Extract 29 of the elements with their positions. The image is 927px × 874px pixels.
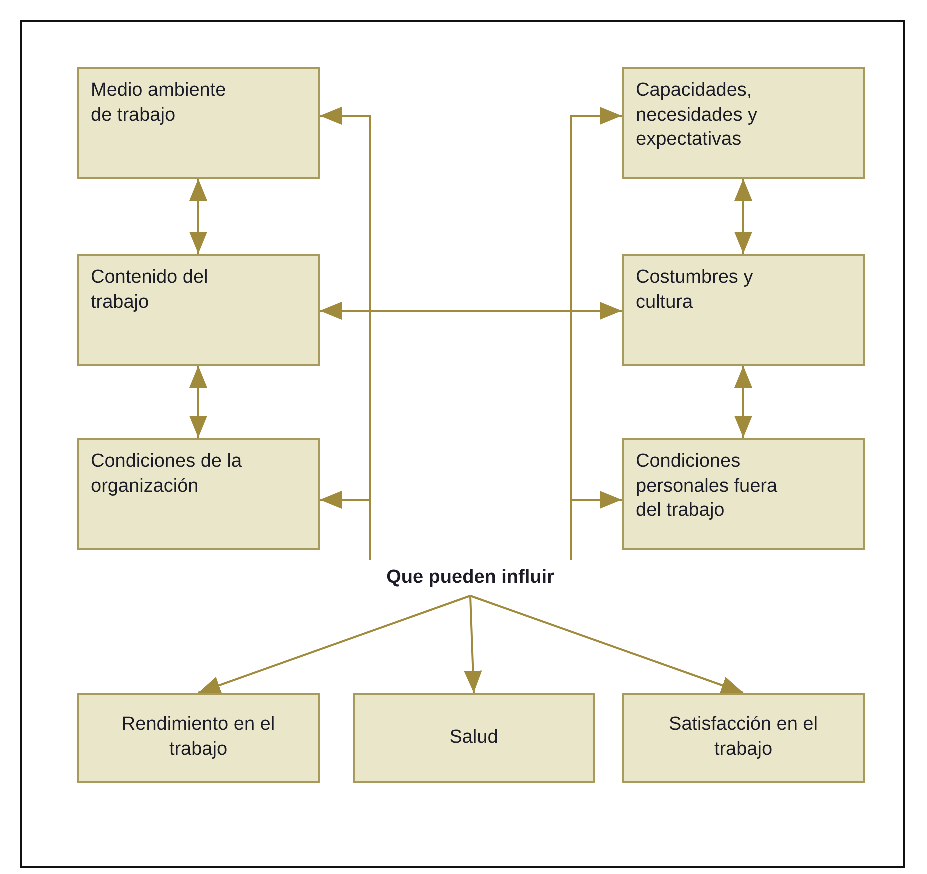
box-label: Satisfacción en el trabajo xyxy=(668,713,819,762)
box-label: Condiciones personales fuera del trabajo xyxy=(636,450,779,524)
arrow xyxy=(190,179,208,254)
process-box xyxy=(622,67,865,179)
arrow xyxy=(320,491,371,560)
box-label: Rendimiento en el trabajo xyxy=(120,713,276,762)
box-label: Medio ambiente de trabajo xyxy=(91,79,228,128)
process-box xyxy=(353,693,595,783)
arrow xyxy=(570,491,622,560)
arrow xyxy=(198,595,471,694)
process-box xyxy=(77,438,320,550)
process-box xyxy=(622,438,865,550)
box-label: Salud xyxy=(450,726,498,750)
arrow xyxy=(190,366,208,438)
box-label: Contenido del trabajo xyxy=(91,266,210,315)
box-label: Capacidades, necesidades y expectativas xyxy=(636,79,758,152)
arrow xyxy=(734,366,752,438)
process-box xyxy=(77,254,320,366)
arrow xyxy=(734,179,752,254)
arrow xyxy=(470,595,744,694)
process-box xyxy=(622,693,865,783)
connector-label: Que pueden influir xyxy=(386,566,554,590)
box-label: Condiciones de la organización xyxy=(91,450,244,499)
process-box xyxy=(622,254,865,366)
arrow xyxy=(320,302,622,320)
process-box xyxy=(77,693,320,783)
arrow xyxy=(464,596,482,694)
box-label: Costumbres y cultura xyxy=(636,266,754,315)
process-box xyxy=(77,67,320,179)
